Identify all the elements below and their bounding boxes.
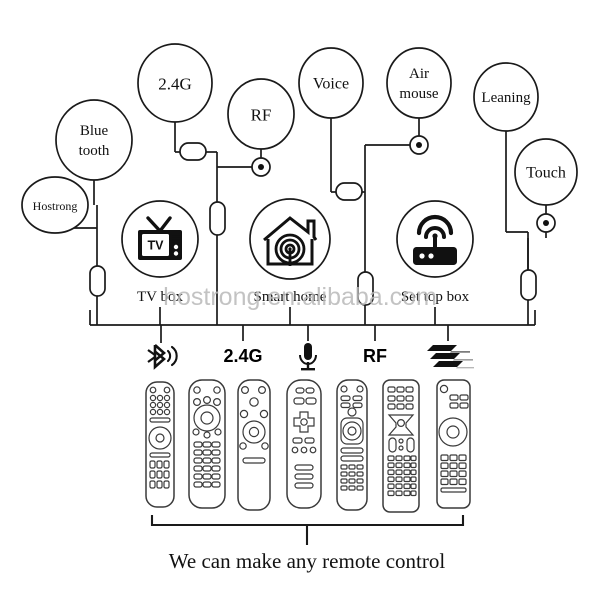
center-left-connector-pill — [209, 201, 226, 236]
bubble-touch-outline — [514, 138, 578, 206]
remote-2[interactable] — [188, 379, 226, 509]
bubble-hostrong[interactable]: Hostrong — [21, 176, 89, 234]
remote-1[interactable] — [145, 381, 175, 508]
bracket-line — [150, 515, 465, 527]
bubble-air-mouse[interactable]: Air mouse — [386, 47, 452, 119]
bubble-bluetooth[interactable]: Blue tooth — [55, 99, 133, 181]
center-connector-pill — [357, 271, 374, 306]
device-tv-box[interactable]: TV TV box — [121, 200, 199, 305]
24g-connector-pill — [179, 142, 207, 161]
bubble-bluetooth-label-2: tooth — [79, 143, 110, 159]
bubble-voice[interactable]: Voice — [298, 47, 364, 119]
remote-5[interactable] — [336, 379, 368, 511]
bubble-rf-outline — [227, 78, 295, 150]
bubble-hostrong-label: Hostrong — [33, 199, 78, 213]
protocol-24g[interactable]: 2.4G — [223, 346, 262, 366]
motion-air-mouse-icon — [427, 345, 474, 369]
remote-row — [145, 379, 471, 513]
touch-node-dot — [543, 220, 549, 226]
bubble-rf[interactable]: RF — [227, 78, 295, 150]
remote-4[interactable] — [286, 379, 322, 509]
router-icon — [413, 214, 457, 265]
bubble-bluetooth-outline — [55, 99, 133, 181]
bubble-rf-label: RF — [251, 106, 272, 125]
bubble-24g-outline — [137, 43, 213, 123]
protocol-rf-label: RF — [363, 346, 387, 366]
protocol-voice[interactable] — [299, 343, 317, 371]
feature-bubble-group: Hostrong Blue tooth 2.4G RF Voice — [21, 43, 578, 234]
bubble-leaning[interactable]: Leaning — [473, 62, 539, 132]
protocol-motion[interactable] — [427, 345, 474, 369]
microphone-icon — [299, 343, 317, 371]
bubble-air-mouse-outline — [386, 47, 452, 119]
device-group: TV TV box Smart home — [121, 198, 474, 305]
device-smart-home-label: Smart home — [254, 289, 327, 305]
connector-network — [63, 118, 556, 343]
watermark-text: hostrong.en.alibaba.com — [163, 283, 437, 311]
remote-6[interactable] — [382, 379, 420, 513]
bubble-leaning-outline — [473, 62, 539, 132]
bubble-air-mouse-label-1: Air — [409, 66, 429, 82]
bubble-touch-label: Touch — [526, 165, 566, 182]
bubble-voice-label: Voice — [313, 76, 349, 93]
remote-3[interactable] — [237, 379, 271, 511]
rf-node-dot — [258, 164, 264, 170]
svg-text:TV: TV — [148, 239, 165, 253]
bubble-24g-label: 2.4G — [158, 75, 192, 94]
caption-text: We can make any remote control — [169, 549, 446, 573]
device-set-top-box-label: Set top box — [401, 289, 470, 305]
bubble-hostrong-outline — [21, 176, 89, 234]
protocol-rf[interactable]: RF — [363, 346, 387, 366]
protocol-24g-label: 2.4G — [223, 346, 262, 366]
device-set-top-box[interactable]: Set top box — [396, 200, 474, 305]
bubble-voice-outline — [298, 47, 364, 119]
device-smart-home[interactable]: Smart home — [249, 198, 331, 305]
caption-group: We can make any remote control — [150, 515, 465, 573]
protocol-bluetooth[interactable] — [147, 344, 178, 370]
bubble-bluetooth-label-1: Blue — [80, 123, 109, 139]
bluetooth-audio-icon — [147, 344, 178, 370]
bubble-24g[interactable]: 2.4G — [137, 43, 213, 123]
device-tv-box-label: TV box — [137, 289, 183, 305]
protocol-row: 2.4G RF — [147, 343, 474, 371]
left-connector-pill — [89, 265, 106, 297]
bubble-leaning-label: Leaning — [481, 90, 531, 106]
right-connector-pill — [520, 269, 537, 301]
tv-icon: TV — [138, 216, 182, 260]
voice-connector-pill — [335, 182, 363, 201]
bubble-air-mouse-label-2: mouse — [399, 86, 439, 102]
smart-home-icon — [263, 216, 318, 266]
remote-7[interactable] — [436, 379, 471, 509]
air-mouse-node-dot — [416, 142, 422, 148]
bubble-touch[interactable]: Touch — [514, 138, 578, 206]
